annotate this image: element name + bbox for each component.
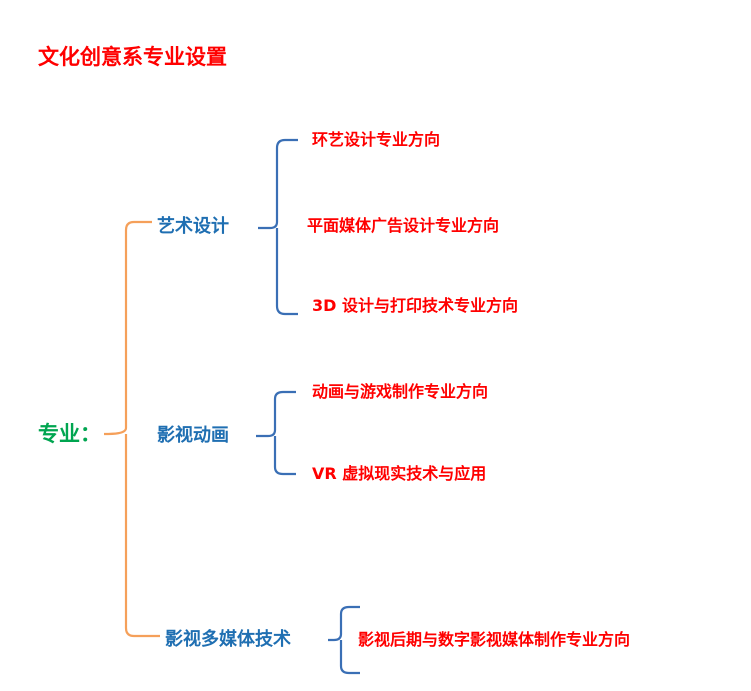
page-title: 文化创意系专业设置 [38,45,227,69]
leaf-3d-printing: 3D 设计与打印技术专业方向 [312,296,518,315]
leaf-environment-art: 环艺设计专业方向 [312,130,441,149]
category-film-multimedia: 影视多媒体技术 [165,629,291,650]
leaf-animation-games: 动画与游戏制作专业方向 [312,382,489,401]
category-film-animation: 影视动画 [157,425,229,446]
leaf-post-production: 影视后期与数字影视媒体制作专业方向 [358,630,631,649]
category-bracket-3 [328,605,360,675]
leaf-vr: VR 虚拟现实技术与应用 [312,464,487,483]
root-bracket [103,220,160,638]
leaf-print-media-ad: 平面媒体广告设计专业方向 [307,216,500,235]
category-bracket-2 [256,390,296,476]
root-node: 专业： [38,422,101,446]
category-art-design: 艺术设计 [157,216,229,237]
category-bracket-1 [258,138,298,316]
